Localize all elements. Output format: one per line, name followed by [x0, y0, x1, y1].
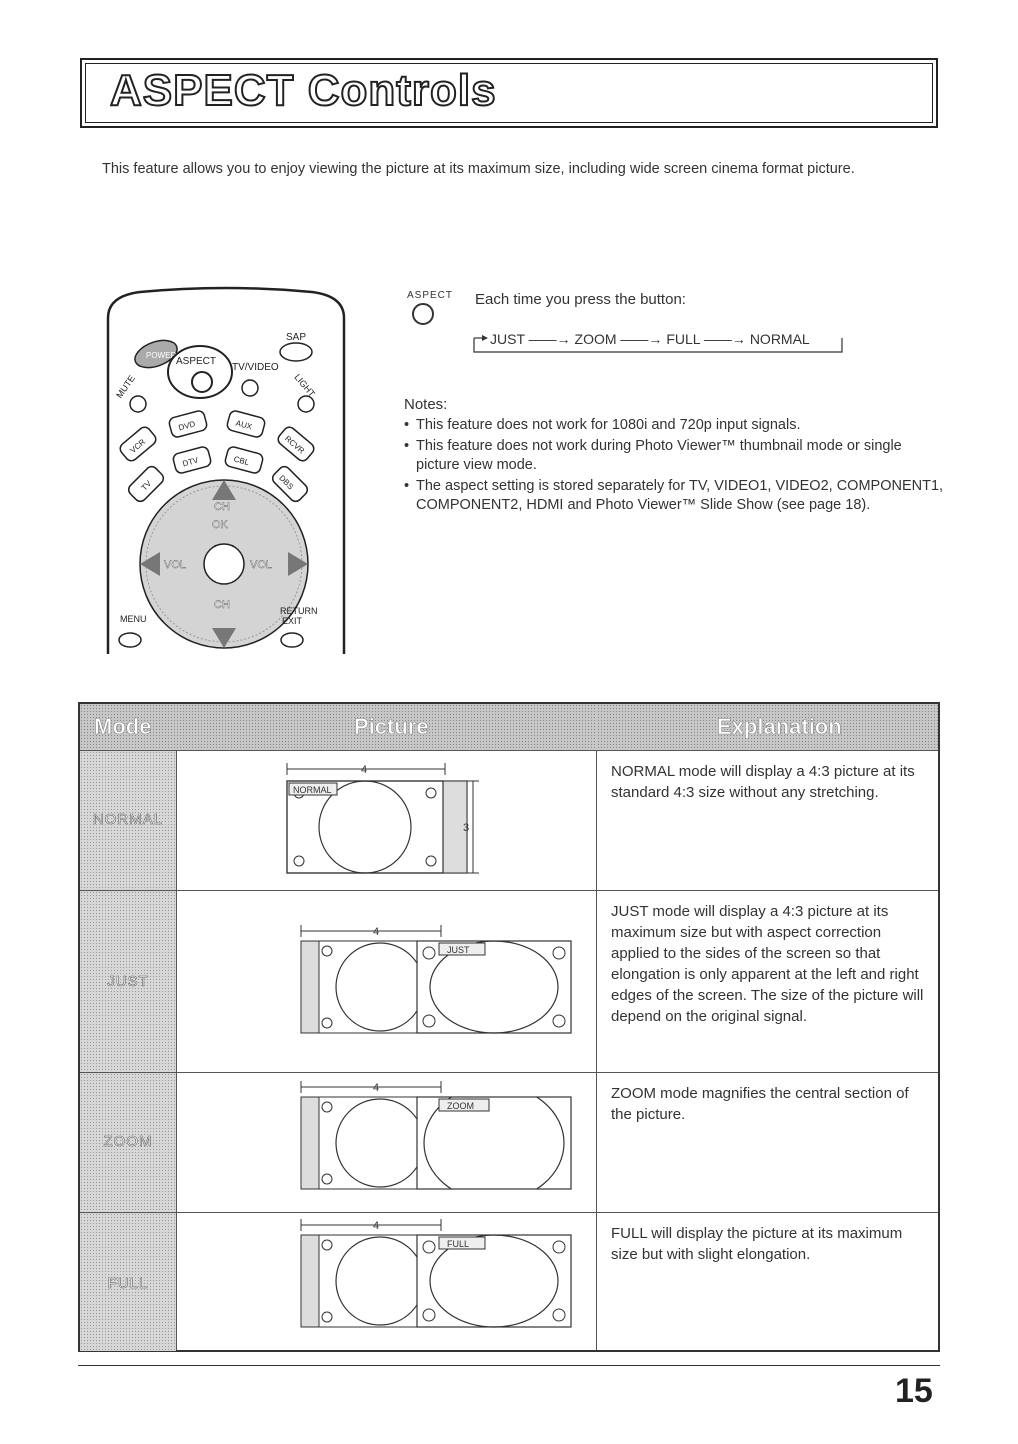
- mute-label: MUTE: [114, 373, 137, 400]
- aspect-modes-table: Mode Picture Explanation NORMAL 4 NORMAL: [78, 702, 940, 1352]
- mute-button[interactable]: MUTE: [114, 373, 147, 413]
- just-width-label: 4: [373, 926, 379, 938]
- power-label: POWER: [146, 351, 176, 360]
- menu-button[interactable]: MENU: [118, 614, 147, 648]
- aspect-button-icon: [412, 303, 434, 325]
- dvd-label: DVD: [178, 419, 197, 432]
- page-title: ASPECT Controls: [109, 65, 497, 116]
- title-box: ASPECT Controls: [80, 58, 938, 128]
- vcr-button[interactable]: VCR: [118, 425, 158, 463]
- cycle-sequence: JUST ——→ ZOOM ——→ FULL ——→ NORMAL: [490, 331, 810, 347]
- each-time-text: Each time you press the button:: [475, 291, 686, 308]
- picture-cell-zoom: 4 3 ➜ ZOOM: [176, 1072, 597, 1212]
- cycle-just: JUST: [490, 331, 525, 347]
- notes-title: Notes:: [404, 396, 448, 413]
- cbl-button[interactable]: CBL: [224, 446, 264, 475]
- remote-aspect-button[interactable]: ASPECT: [167, 345, 233, 399]
- picture-cell-normal: 4 NORMAL 3: [176, 750, 597, 890]
- full-diagram: 4 3 ➜ FULL: [300, 1219, 572, 1328]
- aspect-button-legend: ASPECT: [400, 290, 460, 325]
- arrow-icon: ——→: [620, 331, 667, 347]
- ch-up-label: CH: [214, 501, 230, 513]
- note-item: The aspect setting is stored separately …: [404, 477, 944, 516]
- header-picture: Picture: [176, 704, 598, 750]
- notes-list: This feature does not work for 1080i and…: [404, 416, 944, 517]
- header-mode: Mode: [80, 704, 177, 750]
- zoom-tag: ZOOM: [447, 1101, 474, 1111]
- note-item: This feature does not work for 1080i and…: [404, 416, 944, 436]
- dvd-button[interactable]: DVD: [168, 410, 208, 439]
- full-tag: FULL: [447, 1239, 469, 1249]
- footer-rule: [78, 1365, 940, 1366]
- aspect-button-label: ASPECT: [406, 290, 453, 301]
- arrow-icon: ——→: [528, 331, 575, 347]
- picture-cell-full: 4 3 ➜ FULL: [176, 1212, 597, 1350]
- mode-cell-full: FULL: [80, 1212, 176, 1351]
- return-exit-button[interactable]: RETURN EXIT: [280, 606, 318, 648]
- sap-button[interactable]: SAP: [279, 332, 313, 362]
- exit-label: EXIT: [282, 616, 303, 626]
- ok-button[interactable]: [203, 543, 245, 585]
- ch-down-label: CH: [214, 599, 230, 611]
- just-tag: JUST: [447, 945, 470, 955]
- vol-left-label: VOL: [164, 559, 186, 571]
- header-explanation: Explanation: [597, 704, 938, 750]
- aux-button[interactable]: AUX: [226, 410, 266, 439]
- light-label: LIGHT: [292, 372, 317, 399]
- explanation-cell-just: JUST mode will display a 4:3 picture at …: [597, 890, 938, 1072]
- aux-label: AUX: [235, 419, 254, 432]
- navigation-pad[interactable]: CH OK VOL VOL CH: [139, 479, 309, 649]
- dbs-button[interactable]: DBS: [270, 464, 310, 504]
- power-button[interactable]: POWER: [131, 335, 181, 373]
- cycle-full: FULL: [666, 331, 701, 347]
- cycle-zoom: ZOOM: [574, 331, 617, 347]
- menu-label: MENU: [120, 614, 147, 624]
- explanation-cell-full: FULL will display the picture at its max…: [597, 1212, 938, 1350]
- mode-cell-zoom: ZOOM: [80, 1072, 176, 1213]
- note-item: This feature does not work during Photo …: [404, 437, 944, 476]
- mode-cell-normal: NORMAL: [80, 750, 176, 891]
- remote-control-illustration: POWER SAP ASPECT TV/VIDEO MUTE LIGHT VCR…: [106, 286, 346, 654]
- ok-label: OK: [212, 519, 229, 531]
- normal-diagram: 4 NORMAL 3: [286, 763, 479, 874]
- rcvr-button[interactable]: RCVR: [276, 425, 316, 463]
- zoom-diagram: 4 3 ➜ ZOOM: [300, 1081, 572, 1190]
- tv-button[interactable]: TV: [126, 464, 166, 504]
- normal-tag: NORMAL: [293, 785, 332, 795]
- zoom-width-label: 4: [373, 1082, 379, 1094]
- dtv-label: DTV: [182, 455, 200, 468]
- tv-video-label: TV/VIDEO: [232, 362, 279, 373]
- light-button[interactable]: LIGHT: [292, 372, 317, 413]
- tv-video-button[interactable]: TV/VIDEO: [232, 362, 279, 397]
- explanation-cell-zoom: ZOOM mode magnifies the central section …: [597, 1072, 938, 1212]
- full-width-label: 4: [373, 1220, 379, 1232]
- cycle-normal: NORMAL: [749, 331, 810, 347]
- normal-height-label: 3: [463, 822, 469, 834]
- vol-right-label: VOL: [250, 559, 272, 571]
- intro-text: This feature allows you to enjoy viewing…: [102, 161, 855, 177]
- mode-cell-just: JUST: [80, 890, 176, 1073]
- normal-width-label: 4: [361, 764, 367, 776]
- just-diagram: 4 3 ➜ JUST: [300, 925, 572, 1034]
- cycle-loop-arrow: [473, 335, 843, 353]
- arrow-icon: ——→: [703, 331, 750, 347]
- explanation-cell-normal: NORMAL mode will display a 4:3 picture a…: [597, 750, 938, 890]
- picture-cell-just: 4 3 ➜ JUST: [176, 890, 597, 1072]
- mode-cycle-diagram: JUST ——→ ZOOM ——→ FULL ——→ NORMAL: [470, 328, 850, 358]
- cbl-label: CBL: [233, 455, 251, 468]
- return-label: RETURN: [280, 606, 318, 616]
- title-inner-border: [85, 63, 933, 123]
- page-number: 15: [895, 1372, 933, 1410]
- remote-aspect-label: ASPECT: [176, 356, 216, 367]
- dtv-button[interactable]: DTV: [172, 446, 212, 475]
- sap-label: SAP: [286, 332, 306, 343]
